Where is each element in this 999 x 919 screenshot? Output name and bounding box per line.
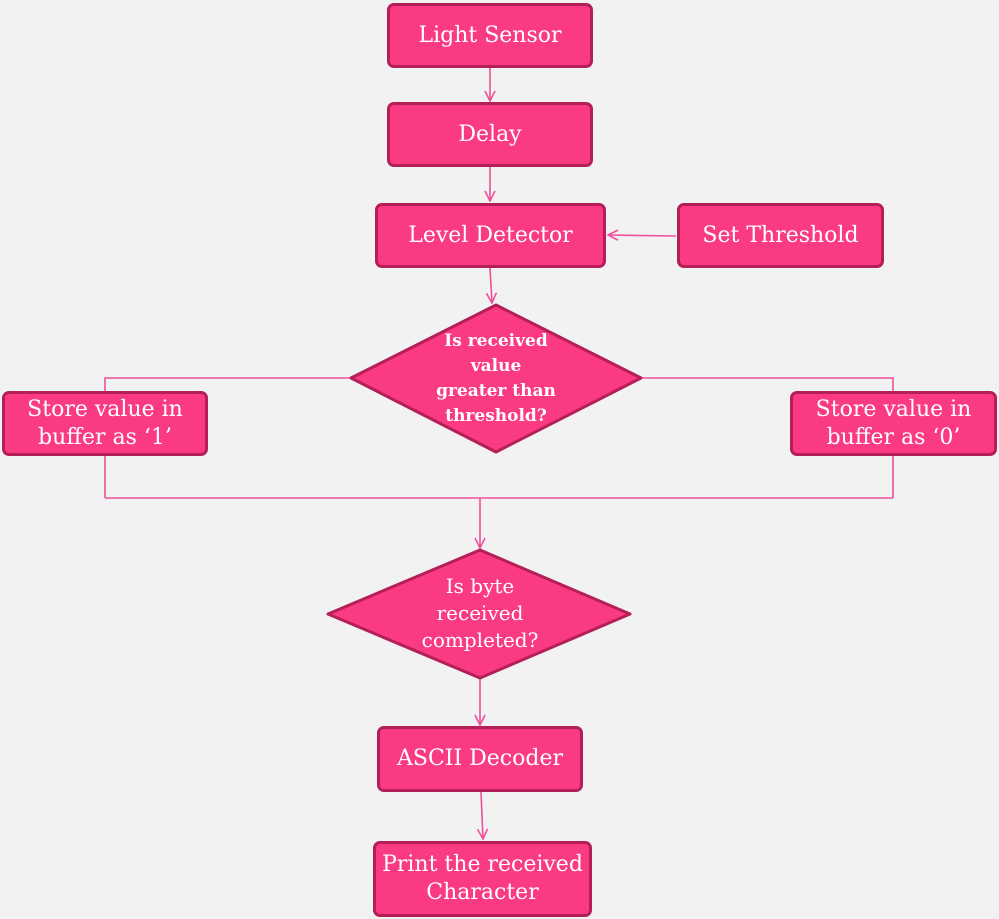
arrow-threshold-to-level-detector: [608, 235, 677, 236]
byte-decision-label: Is byte received completed?: [421, 574, 539, 652]
light-sensor-node: Light Sensor: [387, 3, 593, 68]
threshold-decision-shape: [349, 303, 643, 454]
arrow-decoder-to-print: [481, 791, 483, 839]
delay-node: Delay: [387, 102, 593, 167]
ascii-decoder-node: ASCII Decoder: [377, 726, 583, 792]
set-threshold-node: Set Threshold: [677, 203, 884, 268]
print-character-node: Print the received Character: [373, 841, 592, 917]
arrow-level-detector-to-decision: [490, 267, 492, 303]
level-detector-node: Level Detector: [375, 203, 606, 268]
store-zero-node: Store value in buffer as ‘0’: [790, 391, 997, 456]
line-decision-to-right-branch: [641, 377, 894, 391]
store-one-node: Store value in buffer as ‘1’: [2, 391, 208, 456]
byte-decision-shape: [326, 548, 632, 680]
threshold-decision-label: Is received value greater than threshold…: [436, 331, 556, 426]
line-decision-to-left-branch: [104, 377, 351, 391]
